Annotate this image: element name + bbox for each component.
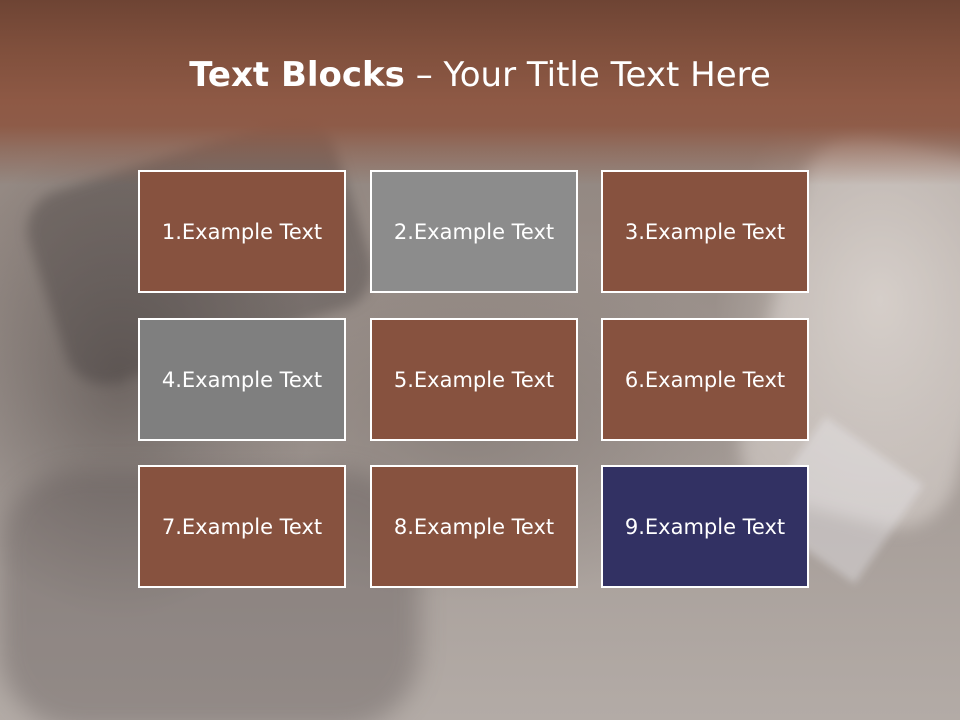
text-block-8[interactable]: 8.Example Text bbox=[370, 465, 578, 588]
text-block-5[interactable]: 5.Example Text bbox=[370, 318, 578, 441]
text-block-7[interactable]: 7.Example Text bbox=[138, 465, 346, 588]
text-block-4[interactable]: 4.Example Text bbox=[138, 318, 346, 441]
text-block-2[interactable]: 2.Example Text bbox=[370, 170, 578, 293]
text-block-grid: 1.Example Text 2.Example Text 3.Example … bbox=[138, 170, 815, 594]
title-rest-part: – Your Title Text Here bbox=[404, 55, 771, 95]
text-block-1[interactable]: 1.Example Text bbox=[138, 170, 346, 293]
text-block-9[interactable]: 9.Example Text bbox=[601, 465, 809, 588]
slide-title: Text Blocks – Your Title Text Here bbox=[0, 52, 960, 98]
title-bold-part: Text Blocks bbox=[189, 55, 405, 95]
header-band bbox=[0, 0, 960, 185]
text-block-6[interactable]: 6.Example Text bbox=[601, 318, 809, 441]
text-block-3[interactable]: 3.Example Text bbox=[601, 170, 809, 293]
